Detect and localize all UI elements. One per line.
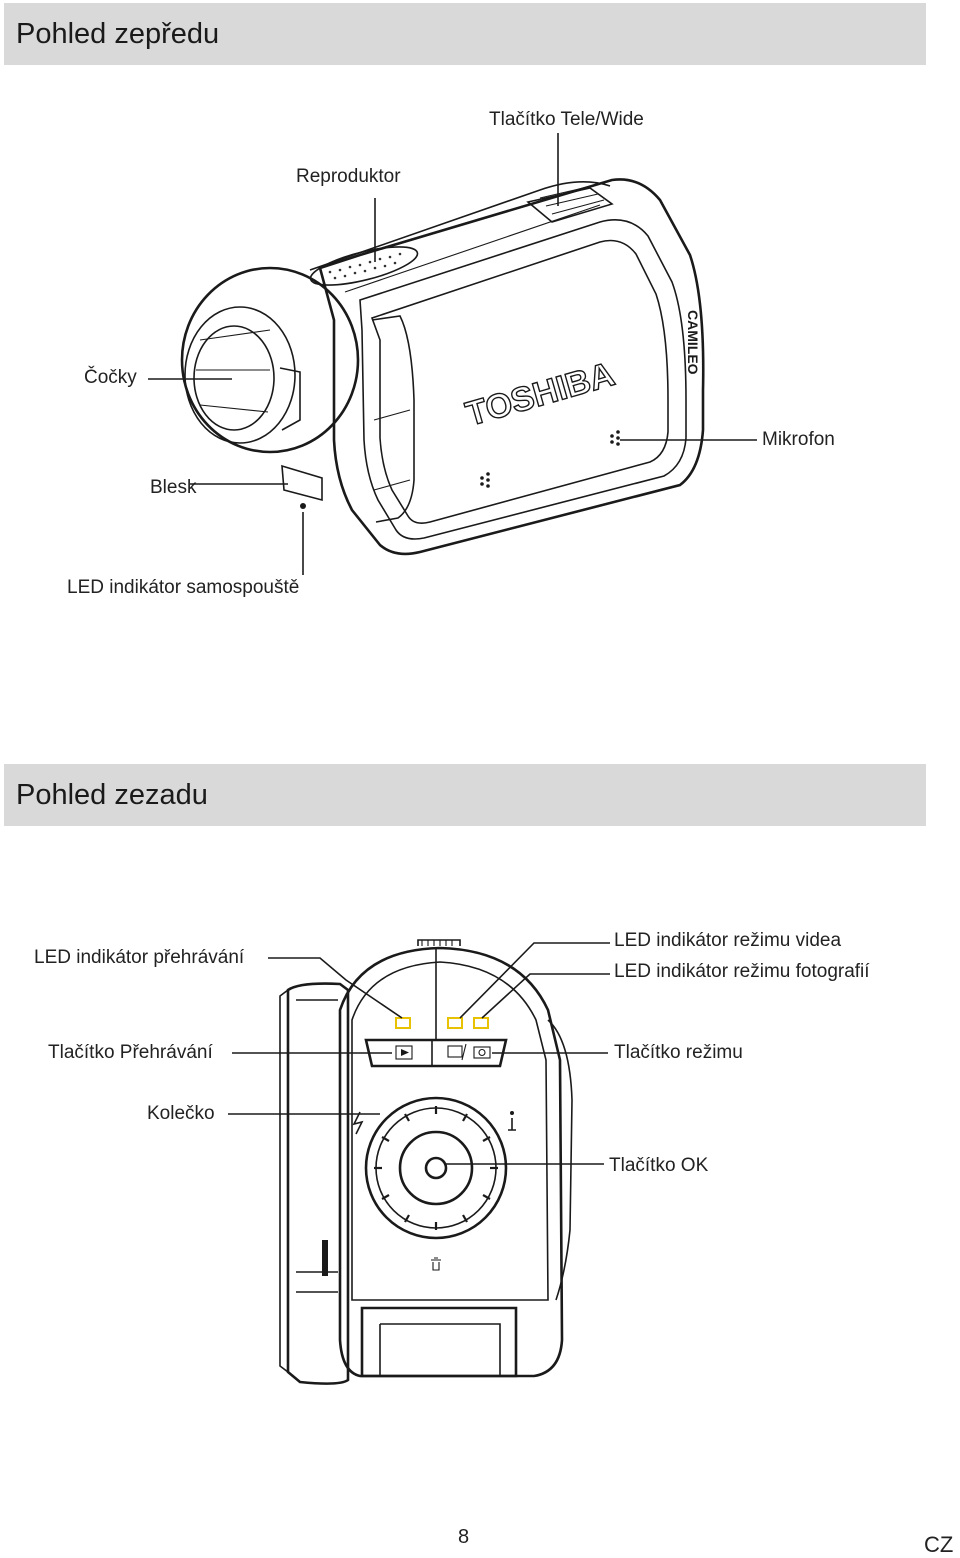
brand-logo: TOSHIBA (462, 355, 619, 434)
label-mode-button: Tlačítko režimu (614, 1042, 743, 1063)
label-flash: Blesk (150, 477, 197, 498)
bottom-compartment (360, 1306, 518, 1378)
back-view-header: Pohled zezadu (4, 764, 926, 826)
scroll-wheel-inner (375, 1107, 497, 1229)
photo-led (473, 1017, 489, 1029)
back-panel-outline (351, 961, 549, 1301)
side-panel-outline (359, 219, 687, 540)
top-dial-ridges (421, 940, 453, 946)
video-led (447, 1017, 463, 1029)
photo-mode-icon (473, 1046, 491, 1059)
lens-barrel (180, 266, 360, 454)
playback-led (395, 1017, 411, 1029)
back-view-title: Pohled zezadu (16, 778, 208, 811)
video-mode-icon (447, 1045, 463, 1058)
self-timer-led (300, 503, 306, 509)
lens-glass (193, 325, 275, 431)
label-playback-button: Tlačítko Přehrávání (48, 1042, 213, 1063)
label-playback-led: LED indikátor přehrávání (34, 947, 245, 968)
callout-playback-led (268, 957, 403, 1019)
lens-tab (279, 367, 301, 431)
front-camera-illustration: TOSHIBA CAMILEO (148, 133, 757, 575)
top-dial (417, 939, 461, 946)
top-surface-edge (309, 181, 611, 271)
page-number: 8 (458, 1526, 470, 1548)
lens-shutter-lines (196, 329, 271, 413)
flash-icon (352, 1111, 364, 1135)
battery-door (379, 1323, 501, 1376)
door-hinge-lines (373, 409, 411, 491)
label-self-timer-led: LED indikátor samospouště (67, 577, 300, 598)
ok-button (424, 1156, 448, 1180)
microphone-holes (480, 430, 620, 488)
camera-back-body (338, 946, 564, 1378)
camera-body-outline (318, 178, 705, 556)
lens-ring (184, 306, 296, 444)
label-microphone: Mikrofon (762, 429, 835, 450)
info-icon-dot (510, 1111, 514, 1115)
buttons-bar (364, 1038, 508, 1068)
top-surface-groove (344, 204, 601, 293)
language-code: CZ (924, 1532, 954, 1557)
label-video-led: LED indikátor režimu videa (614, 930, 842, 951)
side-panel-inner (370, 239, 669, 524)
lcd-hinge (322, 1240, 328, 1276)
info-icon (508, 1118, 516, 1131)
play-triangle-icon (401, 1049, 409, 1056)
label-ok-button: Tlačítko OK (609, 1155, 709, 1176)
lcd-screen-edge (286, 982, 350, 1385)
mode-slash (461, 1043, 467, 1061)
label-speaker: Reproduktor (296, 166, 401, 187)
playback-button-icon (395, 1045, 413, 1060)
trash-icon (431, 1257, 441, 1271)
tele-wide-button (526, 187, 614, 223)
lcd-screen-details (296, 999, 338, 1293)
tele-wide-ridges (539, 185, 605, 215)
label-wheel: Kolečko (147, 1103, 215, 1124)
wheel-ticks (374, 1106, 498, 1230)
speaker-holes (328, 252, 402, 280)
front-view-header: Pohled zepředu (4, 3, 926, 65)
scroll-wheel (364, 1096, 508, 1240)
label-lens: Čočky (84, 367, 137, 388)
ok-button-ring (398, 1130, 474, 1206)
flash-window (281, 464, 323, 502)
callout-photo-led (481, 973, 610, 1019)
model-logo: CAMILEO (685, 310, 701, 375)
side-door (371, 315, 415, 523)
callout-video-led (459, 942, 610, 1019)
back-side-curve (547, 1019, 573, 1301)
camera-lens-mini-icon (478, 1048, 486, 1057)
label-tele-wide: Tlačítko Tele/Wide (489, 109, 644, 130)
lcd-screen-side (279, 988, 289, 1374)
label-photo-led: LED indikátor režimu fotografií (614, 961, 870, 982)
front-view-title: Pohled zepředu (16, 17, 220, 50)
speaker-grille (309, 246, 419, 286)
